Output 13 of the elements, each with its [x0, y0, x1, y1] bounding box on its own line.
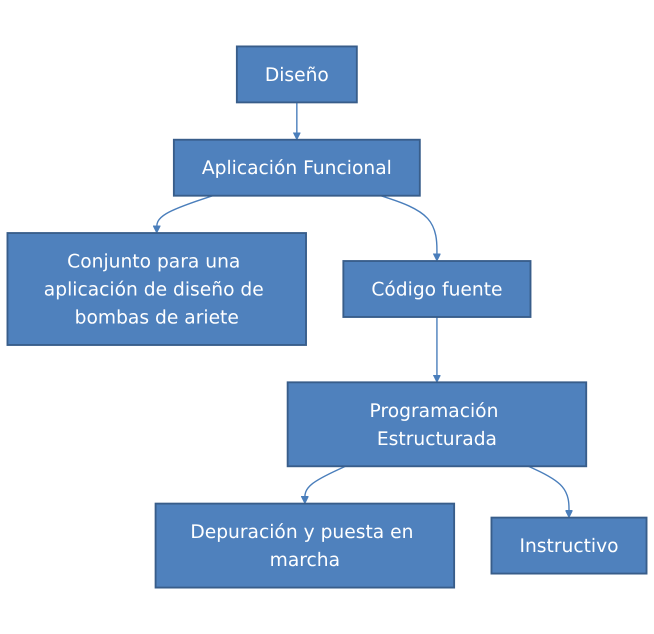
- arrow: [292, 102, 301, 140]
- arrow: [432, 317, 442, 383]
- node-box: Código fuente: [342, 260, 532, 318]
- arrow: [300, 466, 346, 504]
- arrow: [528, 466, 574, 518]
- node-box: Programación Estructurada: [286, 381, 588, 468]
- arrow: [152, 195, 213, 234]
- arrow: [380, 195, 442, 262]
- node-box: Instructivo: [490, 516, 648, 575]
- node-box: Conjunto para una aplicación de diseño de bombas de ariete: [6, 232, 307, 346]
- node-box: Depuración y puesta en marcha: [154, 502, 456, 588]
- node-box: Diseño: [236, 46, 358, 104]
- node-box: Aplicación Funcional: [172, 138, 421, 197]
